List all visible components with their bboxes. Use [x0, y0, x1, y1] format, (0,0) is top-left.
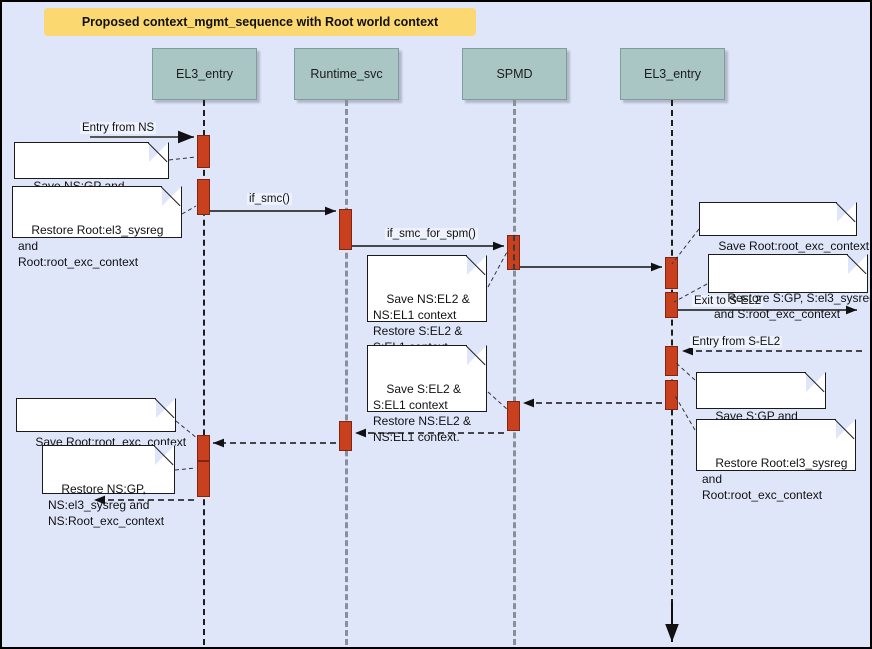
- activation-bar: [197, 461, 210, 497]
- actor-box-el3-entry-right[interactable]: EL3_entry: [620, 48, 725, 100]
- note-save-root-exc-context-right: Save Root:root_exc_context: [699, 202, 869, 253]
- activation-bar: [197, 135, 210, 168]
- note-save-s-gp: Save S:GP and S:root_exc_context: [696, 372, 826, 439]
- actor-box-el3-entry-left[interactable]: EL3_entry: [152, 48, 257, 100]
- activation-bar: [507, 401, 520, 431]
- note-save-ns-el2-restore-s-el2: Save NS:EL2 & NS:EL1 context Restore S:E…: [367, 255, 487, 354]
- activation-bar: [507, 235, 520, 270]
- note-text: Save S:EL2 & S:EL1 context Restore NS:EL…: [373, 382, 472, 444]
- lifeline-el3-entry-left: [203, 100, 205, 645]
- diagram-title-banner: Proposed context_mgmt_sequence with Root…: [44, 8, 476, 36]
- note-text: Restore Root:el3_sysreg and Root:root_ex…: [702, 456, 848, 502]
- lifeline-spmd: [513, 100, 516, 645]
- note-restore-root-el3-sysreg: Restore Root:el3_sysreg and Root:root_ex…: [12, 186, 182, 269]
- note-text: Restore S:GP, S:el3_sysreg and S:root_ex…: [714, 291, 872, 321]
- note-text: Restore NS:GP, NS:el3_sysreg and NS:Root…: [48, 482, 165, 528]
- actor-label: EL3_entry: [644, 67, 701, 81]
- actor-box-spmd[interactable]: SPMD: [462, 48, 567, 100]
- note-text: Restore Root:el3_sysreg and Root:root_ex…: [18, 223, 164, 269]
- lifeline-runtime-svc: [345, 100, 348, 645]
- message-label-entry-from-s-el2: Entry from S-EL2: [690, 336, 783, 348]
- activation-bar: [339, 209, 352, 250]
- message-label-exit-to-s-el2: Exit to S-EL2: [692, 295, 764, 307]
- note-text: Save Root:root_exc_context: [718, 239, 870, 253]
- note-restore-root-el3-sysreg-right: Restore Root:el3_sysreg and Root:root_ex…: [696, 419, 856, 502]
- note-save-s-el2-restore-ns-el2: Save S:EL2 & S:EL1 context Restore NS:EL…: [367, 345, 487, 444]
- note-save-ns-gp: Save NS:GP and NS:Root_exc_context: [14, 142, 169, 209]
- actor-label: SPMD: [496, 67, 533, 81]
- message-label-if-smc-for-spm: if_smc_for_spm(): [385, 228, 478, 240]
- activation-bar: [665, 380, 678, 410]
- note-restore-ns-gp: Restore NS:GP, NS:el3_sysreg and NS:Root…: [42, 445, 175, 528]
- activation-bar: [665, 346, 678, 376]
- note-save-root-exc-context-left: Save Root:root_exc_context: [16, 398, 186, 449]
- message-label-if-smc: if_smc(): [247, 193, 292, 205]
- activation-bar: [339, 421, 352, 451]
- activation-bar: [665, 292, 678, 318]
- note-restore-s-gp: Restore S:GP, S:el3_sysreg and S:root_ex…: [708, 254, 870, 321]
- activation-bar: [197, 179, 210, 215]
- activation-bar: [665, 257, 678, 289]
- actor-box-runtime-svc[interactable]: Runtime_svc: [294, 48, 399, 100]
- diagram-title: Proposed context_mgmt_sequence with Root…: [81, 15, 439, 29]
- actor-label: EL3_entry: [176, 67, 233, 81]
- activation-bar: [197, 435, 210, 461]
- message-label-entry-from-ns: Entry from NS: [80, 122, 157, 134]
- actor-label: Runtime_svc: [310, 67, 383, 81]
